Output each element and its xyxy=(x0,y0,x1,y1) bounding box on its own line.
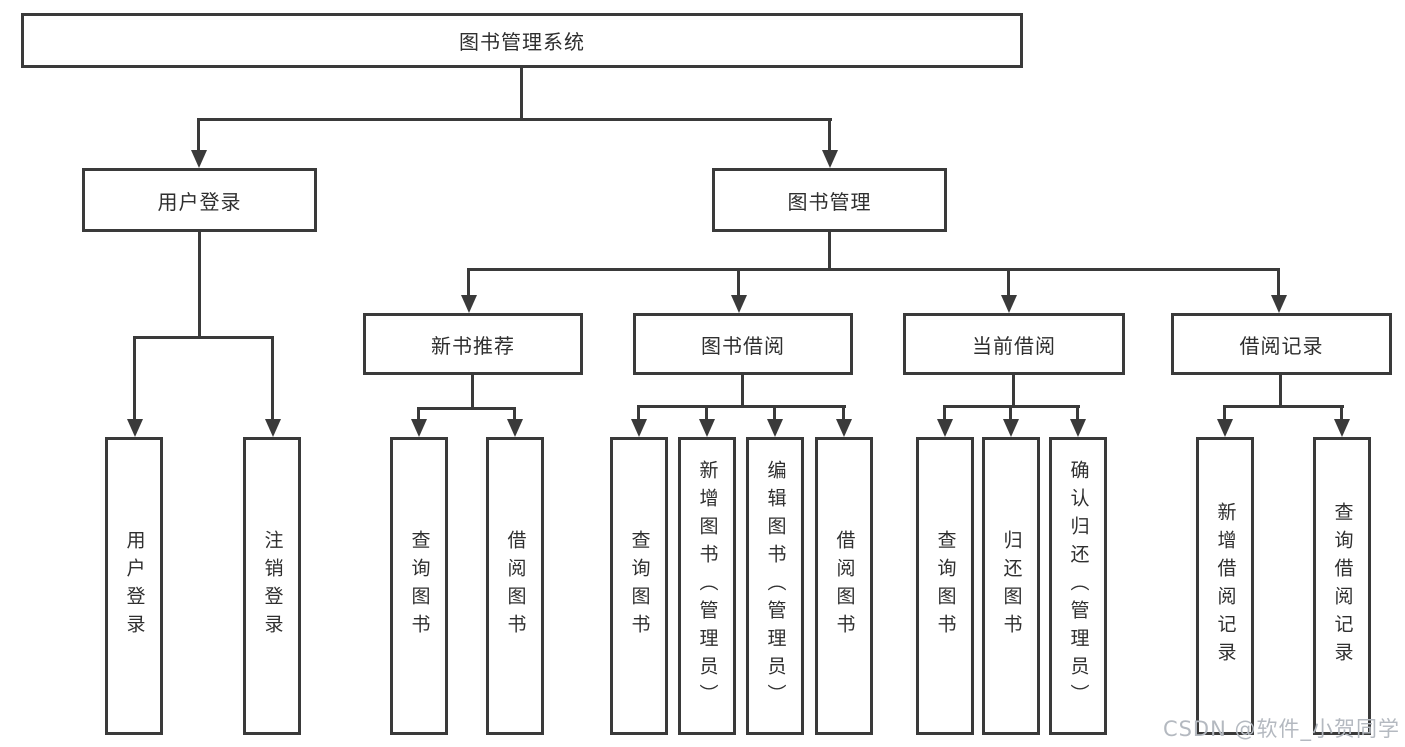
connector-book-management-stem xyxy=(828,232,831,271)
arrow-to-new-book-recommend xyxy=(467,268,470,295)
leaf-label: 编辑图书（管理员） xyxy=(764,460,787,712)
arrow-to-leaf-logout xyxy=(271,336,274,419)
leaf-label: 确认归还（管理员） xyxy=(1067,460,1090,712)
arrow-to-leaf-query-book-1 xyxy=(417,407,420,419)
arrow-to-leaf-add-book xyxy=(705,405,708,419)
arrow-to-leaf-query-record xyxy=(1340,405,1343,419)
leaf-label: 查询借阅记录 xyxy=(1331,502,1354,670)
leaf-label: 新增借阅记录 xyxy=(1214,502,1237,670)
leaf-add-book-admin: 新增图书（管理员） xyxy=(678,437,736,735)
leaf-logout-login: 注销登录 xyxy=(243,437,301,735)
leaf-user-login: 用户登录 xyxy=(105,437,163,735)
node-label: 用户登录 xyxy=(157,189,242,214)
connector-book-borrow-stem xyxy=(741,375,744,408)
connector-user-login-split xyxy=(133,336,274,339)
arrow-to-leaf-query-book-3 xyxy=(943,405,946,419)
arrow-to-leaf-add-record xyxy=(1223,405,1226,419)
node-current-borrow: 当前借阅 xyxy=(903,313,1125,375)
node-label: 图书借阅 xyxy=(701,333,785,358)
connector-borrow-record-stem xyxy=(1279,375,1282,408)
connector-current-borrow-stem xyxy=(1012,375,1015,408)
connector-root-stem xyxy=(520,68,523,121)
connector-new-book-stem xyxy=(471,375,474,410)
arrow-to-leaf-borrow-book-1 xyxy=(513,407,516,419)
leaf-query-borrow-record: 查询借阅记录 xyxy=(1313,437,1371,735)
connector-book-management-split xyxy=(467,268,1280,271)
arrow-to-leaf-borrow-book-2 xyxy=(842,405,845,419)
leaf-label: 归还图书 xyxy=(1000,530,1023,642)
arrow-to-borrow-record xyxy=(1277,268,1280,295)
arrow-to-current-borrow xyxy=(1007,268,1010,295)
arrow-to-leaf-user-login xyxy=(133,336,136,419)
leaf-borrow-book-recommend: 借阅图书 xyxy=(486,437,544,735)
arrow-to-book-borrow xyxy=(737,268,740,295)
leaf-label: 新增图书（管理员） xyxy=(696,460,719,712)
leaf-borrow-book: 借阅图书 xyxy=(815,437,873,735)
leaf-label: 借阅图书 xyxy=(833,530,856,642)
node-book-borrow: 图书借阅 xyxy=(633,313,853,375)
watermark-text: CSDN @软件_小贺同学 xyxy=(1162,717,1400,741)
leaf-query-book-recommend: 查询图书 xyxy=(390,437,448,735)
connector-user-login-stem xyxy=(198,232,201,339)
node-user-login: 用户登录 xyxy=(82,168,317,232)
leaf-return-book: 归还图书 xyxy=(982,437,1040,735)
node-label: 借阅记录 xyxy=(1239,333,1324,358)
node-new-book-recommend: 新书推荐 xyxy=(363,313,583,375)
arrow-to-leaf-query-book-2 xyxy=(637,405,640,419)
leaf-confirm-return-admin: 确认归还（管理员） xyxy=(1049,437,1107,735)
leaf-edit-book-admin: 编辑图书（管理员） xyxy=(746,437,804,735)
leaf-query-book-current: 查询图书 xyxy=(916,437,974,735)
leaf-label: 查询图书 xyxy=(408,530,431,642)
node-borrow-record: 借阅记录 xyxy=(1171,313,1392,375)
connector-current-borrow-split xyxy=(944,405,1080,408)
leaf-label: 查询图书 xyxy=(628,530,651,642)
node-library-management-system: 图书管理系统 xyxy=(21,13,1023,68)
connector-root-split xyxy=(198,118,832,121)
arrow-to-user-login xyxy=(197,118,200,150)
leaf-label: 用户登录 xyxy=(123,530,146,642)
arrow-to-leaf-confirm-return xyxy=(1076,405,1079,419)
leaf-query-book-borrow: 查询图书 xyxy=(610,437,668,735)
leaf-add-borrow-record: 新增借阅记录 xyxy=(1196,437,1254,735)
arrow-to-leaf-edit-book xyxy=(773,405,776,419)
arrow-to-book-management xyxy=(828,118,831,150)
node-label: 图书管理 xyxy=(787,189,872,214)
connector-new-book-split xyxy=(418,407,516,410)
node-label: 新书推荐 xyxy=(431,333,515,358)
node-label: 图书管理系统 xyxy=(459,30,585,54)
leaf-label: 注销登录 xyxy=(261,530,284,642)
connector-book-borrow-split xyxy=(638,405,846,408)
leaf-label: 查询图书 xyxy=(934,530,957,642)
node-book-management: 图书管理 xyxy=(712,168,947,232)
node-label: 当前借阅 xyxy=(972,333,1056,358)
arrow-to-leaf-return-book xyxy=(1009,405,1012,419)
leaf-label: 借阅图书 xyxy=(504,530,527,642)
connector-borrow-record-split xyxy=(1224,405,1344,408)
